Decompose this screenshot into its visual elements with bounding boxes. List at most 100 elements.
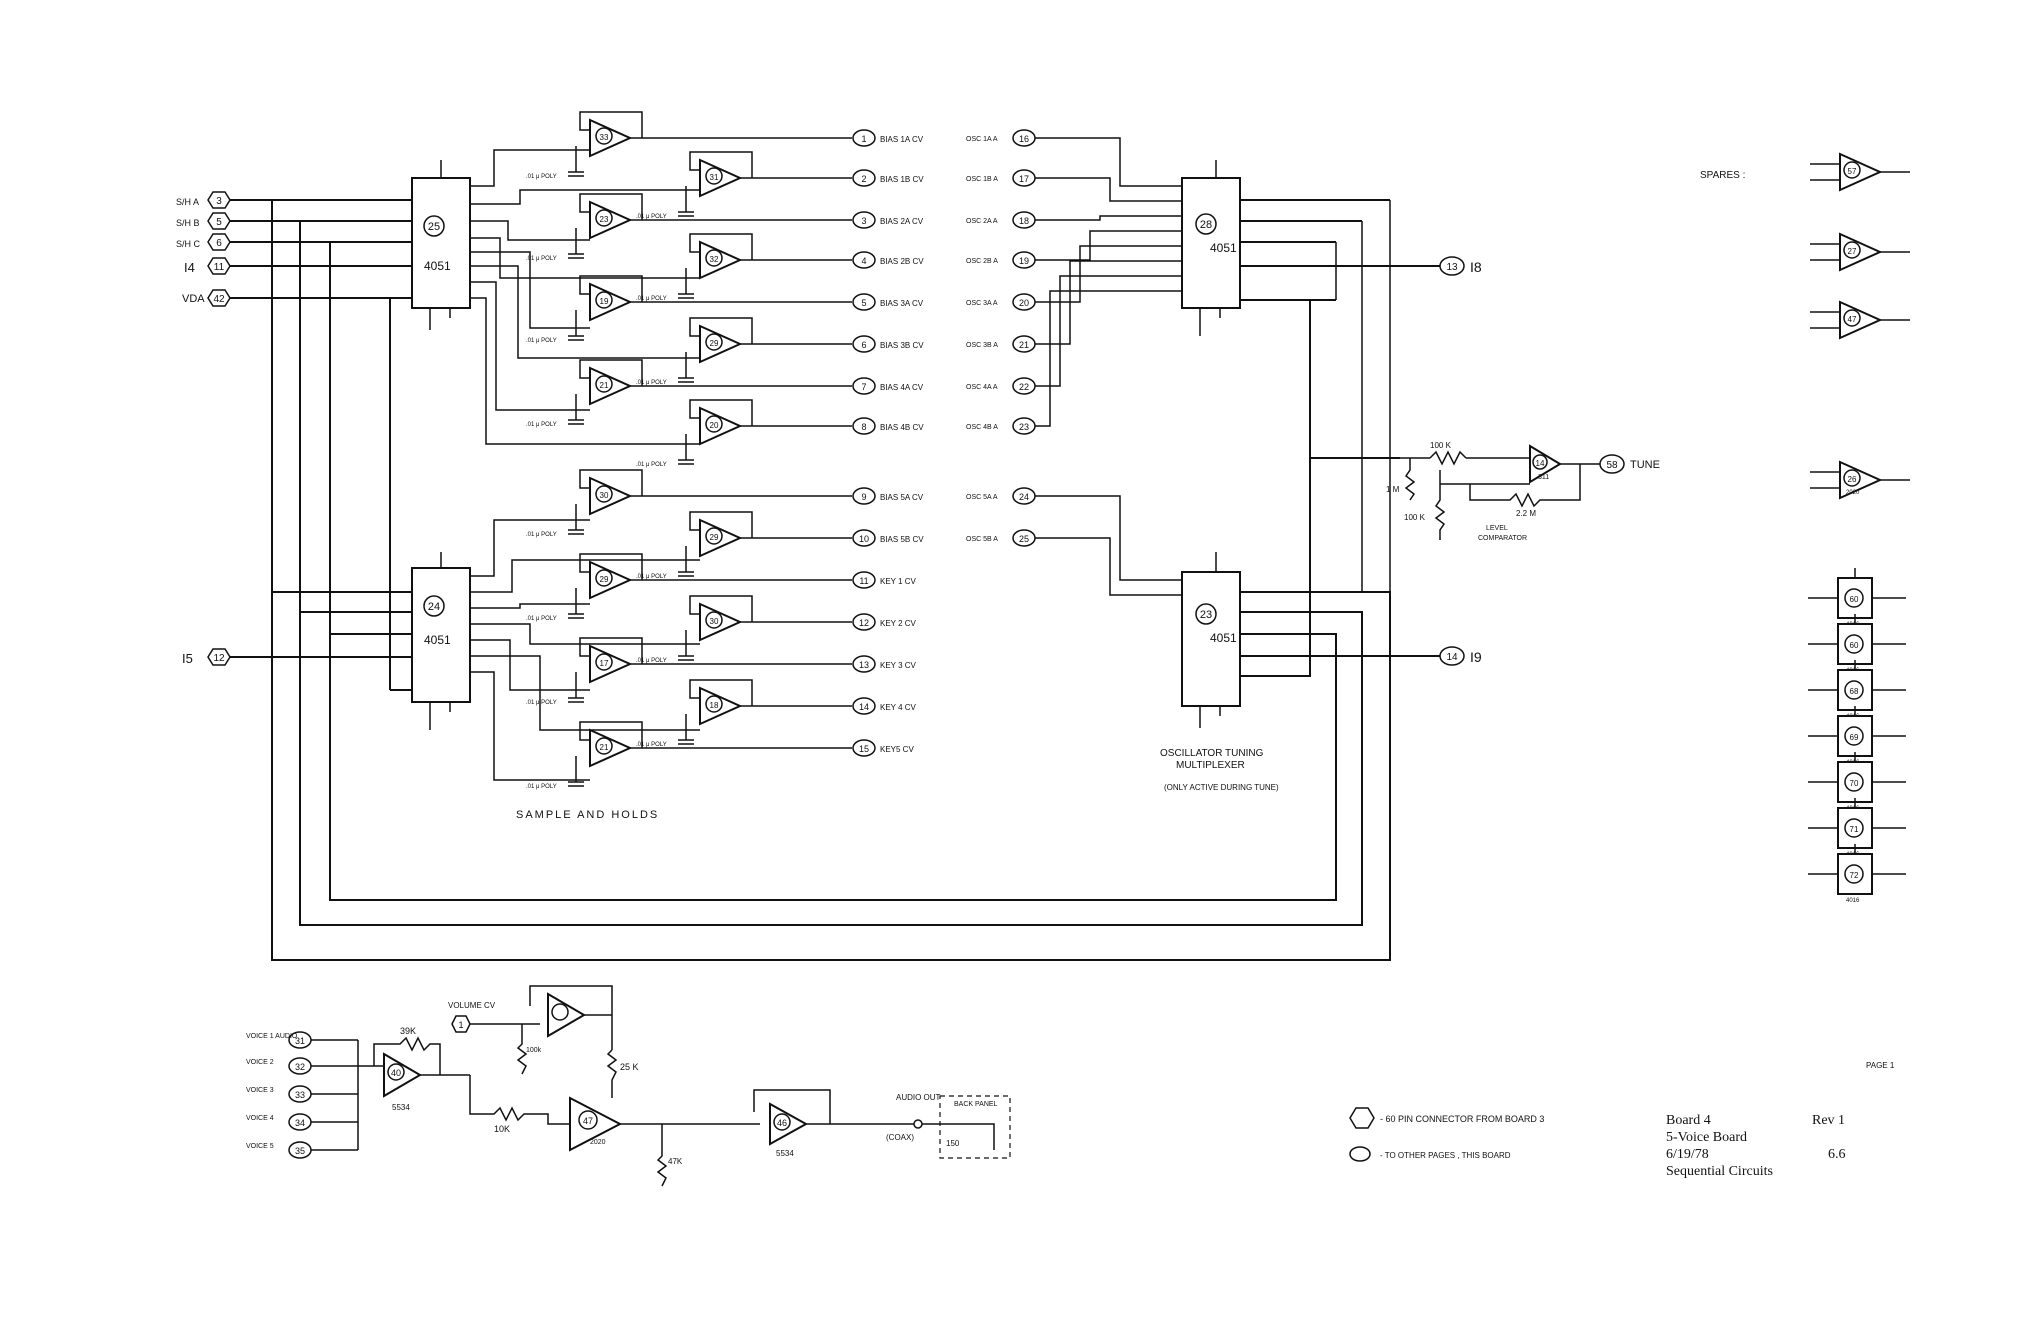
chip-id: 40 (391, 1068, 401, 1078)
output-label: BIAS 3A CV (880, 299, 924, 308)
input-label: I5 (182, 651, 193, 666)
voice-label: VOICE 4 (246, 1115, 274, 1122)
title-block: Board 4 5-Voice Board 6/19/78 Sequential… (1666, 1112, 1773, 1180)
osc-input: OSC 4A A 22 (966, 275, 1182, 395)
chip-id: 24 (428, 601, 440, 613)
chip-id: 57 (1848, 167, 1857, 176)
input-vdac: VDA 42 (182, 289, 231, 307)
cap-label: .01 μ POLY (636, 296, 667, 302)
connector-number: 9 (861, 492, 866, 502)
title-sheet: 6.6 (1828, 1147, 1846, 1162)
amp-id: 20 (710, 421, 719, 430)
amp-id: 29 (600, 575, 609, 584)
chip-id: 26 (1848, 475, 1857, 484)
spare-part: 47 (1810, 300, 1910, 340)
connector-number: 7 (861, 382, 866, 392)
cap-label: .01 μ POLY (526, 422, 557, 428)
output-label: BIAS 5B CV (880, 535, 924, 544)
output-label: KEY5 CV (880, 745, 914, 754)
chip-id: 68 (1850, 687, 1859, 696)
osc-label: OSC 2B A (966, 258, 998, 265)
input-label: S/H B (176, 218, 200, 228)
spare-part: 604016 (1808, 614, 1906, 674)
amp-id: 23 (600, 215, 609, 224)
comparator-label: COMPARATOR (1478, 535, 1527, 542)
connector-number: 22 (1019, 382, 1029, 392)
sample-holds-title: SAMPLE AND HOLDS (516, 809, 659, 821)
spare-part: 27 (1810, 232, 1910, 272)
osc-mux-note: (ONLY ACTIVE DURING TUNE) (1164, 783, 1279, 792)
input-label: S/H A (176, 197, 199, 207)
chip-id: 70 (1850, 779, 1859, 788)
osc-mux-subtitle: MULTIPLEXER (1176, 760, 1245, 771)
amp-id: 18 (710, 701, 719, 710)
input-shc: S/H C 6 (176, 233, 231, 251)
connector-number: 23 (1019, 422, 1029, 432)
output-i8: 13 I8 (1439, 256, 1482, 276)
output-label: BIAS 4B CV (880, 423, 924, 432)
connector-number: 33 (295, 1090, 305, 1100)
spare-part: 714016 (1808, 798, 1906, 858)
cap-label: .01 μ POLY (526, 174, 557, 180)
cap-label: .01 μ POLY (526, 256, 557, 262)
amp-id: 17 (600, 659, 609, 668)
input-sha: S/H A 3 (176, 191, 231, 209)
chip-part: 2020 (590, 1139, 606, 1146)
output-label: I8 (1470, 259, 1482, 275)
coax-label: (COAX) (886, 1133, 914, 1142)
connector-number: 1 (861, 134, 866, 144)
amp-id: 33 (600, 133, 609, 142)
connector-number: 35 (295, 1146, 305, 1156)
cap-label: .01 μ POLY (636, 658, 667, 664)
connector-number: 42 (213, 294, 225, 305)
connector-number: 11 (214, 262, 225, 273)
chip-id: 25 (428, 221, 440, 233)
spare-part: 604016 (1808, 568, 1906, 628)
connector-number: 20 (1019, 298, 1029, 308)
connector-number: 12 (859, 618, 869, 628)
osc-mux-chip-28: 28 4051 (1181, 160, 1440, 336)
osc-label: OSC 2A A (966, 218, 998, 225)
amp-id: 31 (710, 173, 719, 182)
osc-label: OSC 5B A (966, 536, 998, 543)
osc-label: OSC 4A A (966, 384, 998, 391)
volume-cv-label: VOLUME CV (448, 1001, 496, 1010)
chip-part: 4051 (1210, 241, 1237, 255)
connector-number: 5 (216, 217, 222, 228)
output-label: I9 (1470, 649, 1482, 665)
connector-number: 21 (1019, 340, 1029, 350)
connector-number: 6 (216, 238, 222, 249)
connector-number: 14 (859, 702, 869, 712)
resistor-label: 39K (400, 1026, 416, 1036)
page-label: PAGE 1 (1866, 1061, 1895, 1070)
output-label: KEY 3 CV (880, 661, 917, 670)
osc-label: OSC 3B A (966, 342, 998, 349)
resistor-label: 150 (946, 1139, 960, 1148)
input-i5: I5 12 (182, 648, 231, 666)
amp-id: 29 (710, 533, 719, 542)
chip-part: 5534 (392, 1103, 410, 1112)
spare-part: 704016 (1808, 752, 1906, 812)
input-label: I4 (184, 260, 195, 275)
cap-label: .01 μ POLY (526, 700, 557, 706)
output-label: BIAS 2A CV (880, 217, 924, 226)
output-label: BIAS 5A CV (880, 493, 924, 502)
cap-label: .01 μ POLY (636, 462, 667, 468)
chip-id: 47 (583, 1116, 593, 1126)
osc-label: OSC 1A A (966, 136, 998, 143)
